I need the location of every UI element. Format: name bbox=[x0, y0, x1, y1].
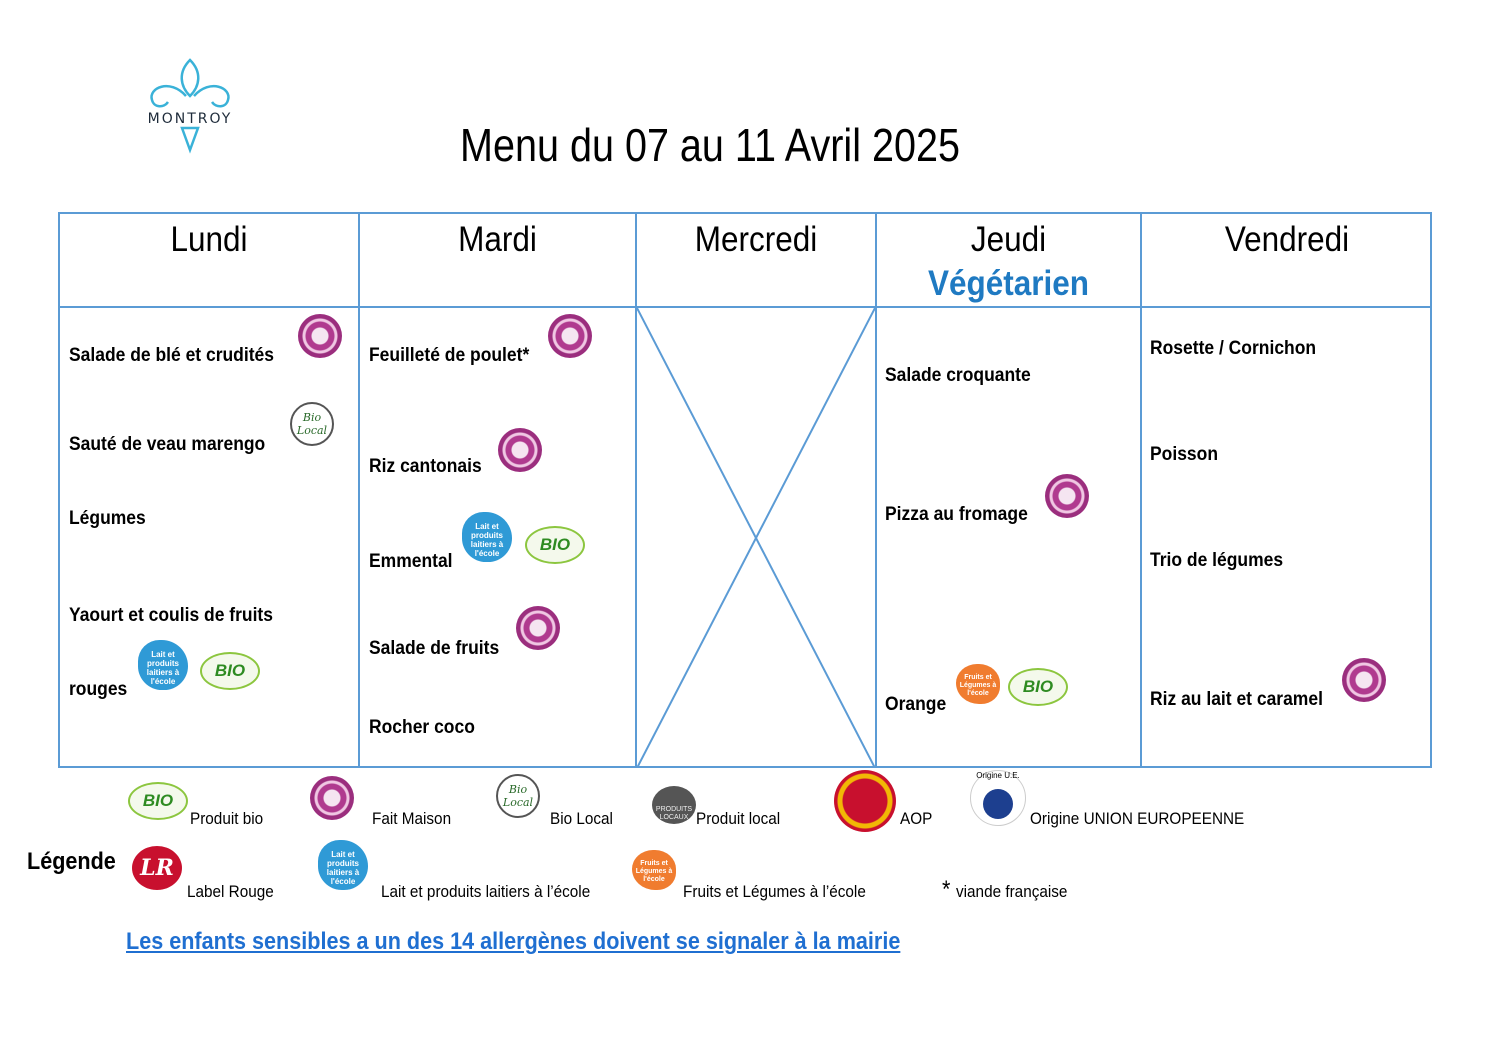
header-divider bbox=[60, 306, 1430, 308]
eu-flag-icon bbox=[983, 789, 1013, 819]
dish-lundi-dessert-suite: rouges bbox=[69, 679, 128, 700]
dish-vendredi-plat: Poisson bbox=[1150, 444, 1218, 465]
column-divider bbox=[1140, 214, 1142, 766]
legend-title: Légende bbox=[27, 848, 116, 875]
dish-mardi-dessert: Salade de fruits bbox=[369, 638, 500, 659]
legend-origine-ue-icon: Origine U.E. bbox=[970, 770, 1026, 826]
legend-produit-local-icon: PRODUITS LOCAUX bbox=[652, 786, 696, 824]
legend-label-rouge-icon: LR bbox=[132, 846, 182, 890]
fait-maison-icon bbox=[298, 314, 342, 358]
menu-table: Lundi Mardi Mercredi Jeudi Végétarien Ve… bbox=[58, 212, 1432, 768]
dish-lundi-legumes: Légumes bbox=[69, 508, 146, 529]
dish-lundi-dessert: Yaourt et coulis de fruits bbox=[69, 605, 273, 626]
fait-maison-icon bbox=[548, 314, 592, 358]
dish-mardi-entree: Feuilleté de poulet* bbox=[369, 345, 530, 366]
legend-produit-local-label: Produit local bbox=[696, 809, 781, 828]
day-header-lundi: Lundi bbox=[170, 220, 248, 259]
legend-aop-label: AOP bbox=[900, 809, 933, 828]
dish-jeudi-entree: Salade croquante bbox=[885, 365, 1031, 386]
origine-ue-text: Origine U.E. bbox=[976, 771, 1020, 780]
dish-lundi-entree: Salade de blé et crudités bbox=[69, 345, 274, 366]
legend-fait-maison-icon bbox=[310, 776, 354, 820]
legend-asterisk: * bbox=[942, 876, 951, 903]
legend-fait-maison-label: Fait Maison bbox=[372, 809, 452, 828]
legend-viande-label: viande française bbox=[956, 882, 1068, 901]
montroy-logo: MONTROY bbox=[130, 58, 250, 158]
dish-vendredi-legumes: Trio de légumes bbox=[1150, 550, 1284, 571]
vegetarien-label: Végétarien bbox=[927, 264, 1090, 303]
legend-label-rouge-label: Label Rouge bbox=[187, 882, 274, 901]
lait-ecole-icon: Lait et produits laitiers à l'école bbox=[138, 640, 188, 690]
column-divider bbox=[875, 214, 877, 766]
fait-maison-icon bbox=[1045, 474, 1089, 518]
fait-maison-icon bbox=[1342, 658, 1386, 702]
fruits-legumes-ecole-icon: Fruits et Légumes à l'école bbox=[956, 664, 1000, 704]
legend-origine-ue-label: Origine UNION EUROPEENNE bbox=[1030, 809, 1245, 828]
dish-vendredi-entree: Rosette / Cornichon bbox=[1150, 338, 1317, 359]
no-service-cross bbox=[637, 308, 875, 768]
legend-fruits-legumes-label: Fruits et Légumes à l’école bbox=[683, 882, 866, 901]
fait-maison-icon bbox=[498, 428, 542, 472]
legend-lait-ecole-icon: Lait et produits laitiers à l'école bbox=[318, 840, 368, 890]
column-divider bbox=[358, 214, 360, 766]
legend-bio-local-icon: Bio Local bbox=[496, 774, 540, 818]
fait-maison-icon bbox=[516, 606, 560, 650]
dish-mardi-fromage: Emmental bbox=[369, 551, 453, 572]
day-header-jeudi: Jeudi bbox=[970, 220, 1047, 259]
day-header-mercredi: Mercredi bbox=[694, 220, 818, 259]
day-header-mardi: Mardi bbox=[458, 220, 537, 259]
legend-lait-ecole-label: Lait et produits laitiers à l’école bbox=[381, 882, 591, 901]
dish-jeudi-plat: Pizza au fromage bbox=[885, 504, 1028, 525]
bio-icon: BIO bbox=[525, 526, 585, 564]
dish-mardi-gouter: Rocher coco bbox=[369, 717, 475, 738]
day-header-vendredi: Vendredi bbox=[1224, 220, 1350, 259]
logo-text: MONTROY bbox=[147, 111, 233, 127]
legend-bio-local-label: Bio Local bbox=[550, 809, 613, 828]
fleur-de-lis-icon bbox=[150, 58, 230, 154]
dish-vendredi-dessert: Riz au lait et caramel bbox=[1150, 689, 1323, 710]
dish-lundi-plat: Sauté de veau marengo bbox=[69, 434, 266, 455]
dish-jeudi-dessert: Orange bbox=[885, 694, 947, 715]
bio-local-icon: Bio Local bbox=[290, 402, 334, 446]
bio-icon: BIO bbox=[1008, 668, 1068, 706]
lait-ecole-icon: Lait et produits laitiers à l'école bbox=[462, 512, 512, 562]
allergen-notice: Les enfants sensibles a un des 14 allerg… bbox=[126, 928, 901, 955]
legend-fruits-legumes-icon: Fruits et Légumes à l'école bbox=[632, 850, 676, 890]
page-title: Menu du 07 au 11 Avril 2025 bbox=[459, 119, 961, 171]
dish-mardi-plat: Riz cantonais bbox=[369, 456, 482, 477]
legend-bio-label: Produit bio bbox=[190, 809, 264, 828]
legend-bio-icon: BIO bbox=[128, 782, 188, 820]
legend-aop-icon bbox=[834, 770, 896, 832]
bio-icon: BIO bbox=[200, 652, 260, 690]
column-divider bbox=[635, 214, 637, 766]
